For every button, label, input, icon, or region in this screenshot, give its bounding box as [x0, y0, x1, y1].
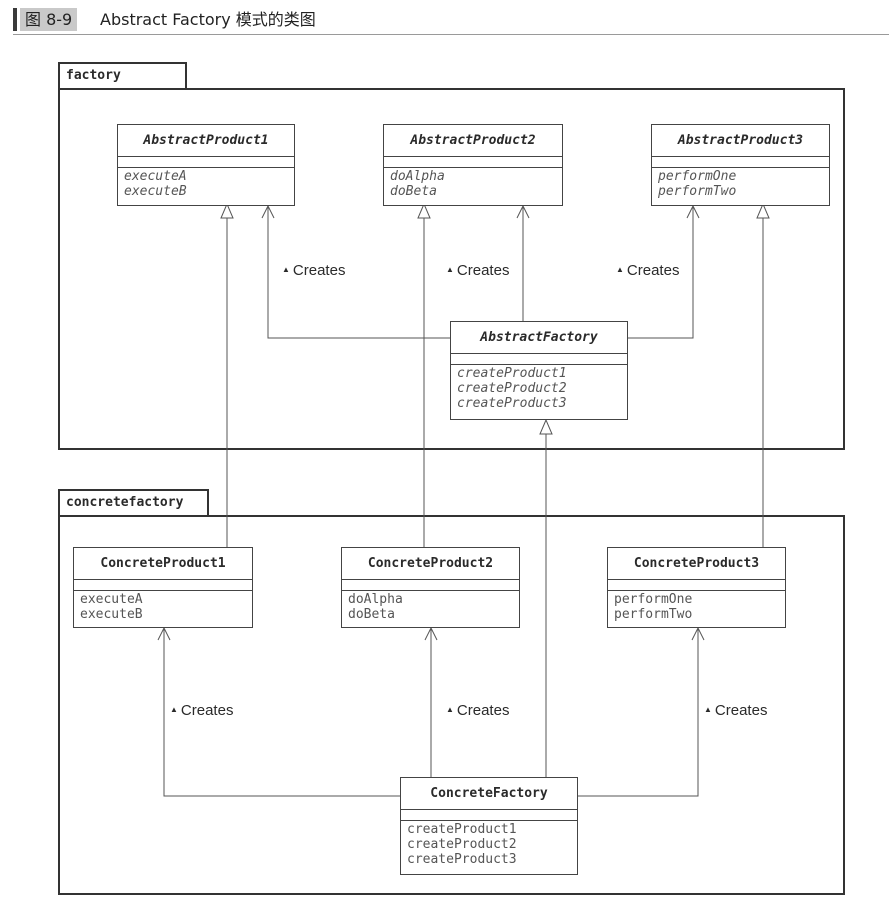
class-operations: executeA executeB [74, 591, 252, 623]
creates-label: ▲Creates [282, 262, 346, 279]
class-operations: doAlpha doBeta [342, 591, 519, 623]
package-tab-factory: factory [58, 62, 187, 90]
direction-triangle-icon: ▲ [446, 705, 454, 714]
class-concrete-product3: ConcreteProduct3 performOne performTwo [607, 547, 786, 628]
generalization-triangle-product1 [220, 202, 234, 219]
operation: performOne [614, 592, 693, 607]
class-attributes [74, 580, 252, 591]
creates-label: ▲Creates [704, 702, 768, 719]
creates-edge-factory-to-product3 [628, 206, 694, 339]
direction-triangle-icon: ▲ [616, 265, 624, 274]
operation: doBeta [348, 607, 395, 622]
creates-label: ▲Creates [616, 262, 680, 279]
operation: executeA [80, 592, 143, 607]
open-arrowhead-product1 [261, 204, 275, 219]
figure-number: 图 8-9 [20, 8, 78, 31]
open-arrowhead-product3 [686, 204, 700, 219]
class-attributes [342, 580, 519, 591]
class-name: AbstractProduct2 [384, 125, 562, 157]
package-concretefactory [58, 515, 845, 895]
package-name-concretefactory: concretefactory [66, 495, 184, 510]
creates-edge-concrete-to-product1 [163, 628, 400, 797]
operation: executeA [124, 169, 187, 184]
operation: createProduct1 [407, 822, 517, 837]
class-operations: executeA executeB [118, 168, 294, 200]
direction-triangle-icon: ▲ [170, 705, 178, 714]
operation: performTwo [658, 184, 737, 199]
package-factory [58, 88, 845, 450]
operation: doAlpha [390, 169, 445, 184]
class-operations: createProduct1 createProduct2 createProd… [401, 821, 577, 868]
operation: executeB [124, 184, 187, 199]
class-attributes [384, 157, 562, 168]
operation: doBeta [390, 184, 437, 199]
operation: createProduct3 [457, 396, 567, 411]
class-attributes [401, 810, 577, 821]
class-attributes [652, 157, 829, 168]
operation: createProduct2 [407, 837, 517, 852]
figure-title: Abstract Factory 模式的类图 [100, 10, 316, 29]
creates-label: ▲Creates [446, 262, 510, 279]
direction-triangle-icon: ▲ [446, 265, 454, 274]
class-operations: performOne performTwo [652, 168, 829, 200]
package-tab-concretefactory: concretefactory [58, 489, 209, 517]
class-name: ConcreteProduct2 [342, 548, 519, 580]
figure-header-rule [13, 34, 889, 35]
class-attributes [118, 157, 294, 168]
open-arrowhead-concrete-product3 [691, 626, 705, 641]
operation: performTwo [614, 607, 693, 622]
class-name: AbstractProduct1 [118, 125, 294, 157]
direction-triangle-icon: ▲ [282, 265, 290, 274]
class-abstract-product1: AbstractProduct1 executeA executeB [117, 124, 295, 206]
operation: createProduct3 [407, 852, 517, 867]
class-abstract-product2: AbstractProduct2 doAlpha doBeta [383, 124, 563, 206]
class-concrete-product2: ConcreteProduct2 doAlpha doBeta [341, 547, 520, 628]
generalization-triangle-product2 [417, 202, 431, 219]
class-operations: createProduct1 createProduct2 createProd… [451, 365, 627, 412]
class-operations: performOne performTwo [608, 591, 785, 623]
class-name: ConcreteProduct1 [74, 548, 252, 580]
class-attributes [608, 580, 785, 591]
generalization-triangle-product3 [756, 202, 770, 219]
class-concrete-factory: ConcreteFactory createProduct1 createPro… [400, 777, 578, 875]
direction-triangle-icon: ▲ [704, 705, 712, 714]
class-operations: doAlpha doBeta [384, 168, 562, 200]
creates-label: ▲Creates [170, 702, 234, 719]
operation: doAlpha [348, 592, 403, 607]
class-name: AbstractProduct3 [652, 125, 829, 157]
open-arrowhead-product2 [516, 204, 530, 219]
class-name: ConcreteProduct3 [608, 548, 785, 580]
operation: createProduct1 [457, 366, 567, 381]
figure-header: 图 8-9 Abstract Factory 模式的类图 [0, 0, 891, 36]
operation: performOne [658, 169, 737, 184]
package-name-factory: factory [66, 68, 121, 83]
class-attributes [451, 354, 627, 365]
open-arrowhead-concrete-product2 [424, 626, 438, 641]
creates-edge-concrete-to-product3 [578, 628, 699, 797]
class-abstract-product3: AbstractProduct3 performOne performTwo [651, 124, 830, 206]
operation: executeB [80, 607, 143, 622]
class-concrete-product1: ConcreteProduct1 executeA executeB [73, 547, 253, 628]
class-name: AbstractFactory [451, 322, 627, 354]
figure-marker-bar [13, 8, 17, 31]
class-abstract-factory: AbstractFactory createProduct1 createPro… [450, 321, 628, 420]
class-name: ConcreteFactory [401, 778, 577, 810]
generalization-triangle-factory [539, 418, 553, 435]
operation: createProduct2 [457, 381, 567, 396]
creates-edge-factory-to-product1 [267, 206, 450, 339]
open-arrowhead-concrete-product1 [157, 626, 171, 641]
creates-label: ▲Creates [446, 702, 510, 719]
